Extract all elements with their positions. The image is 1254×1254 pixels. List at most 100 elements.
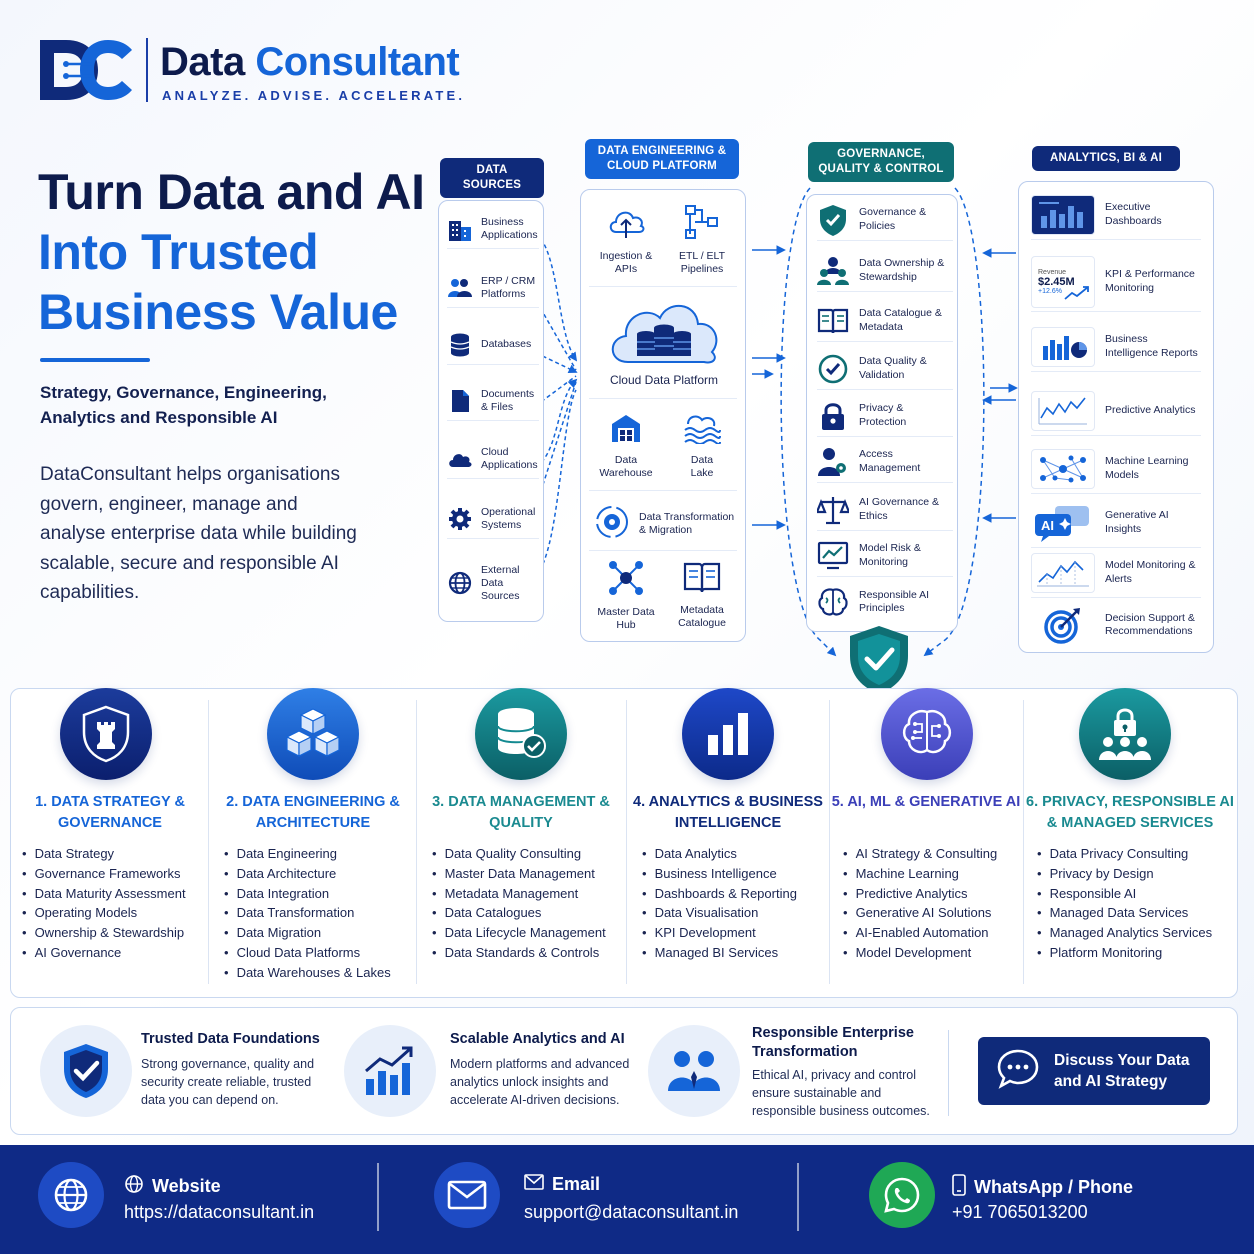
source-item[interactable]: Operational Systems	[447, 499, 539, 539]
analytics-item[interactable]: Executive Dashboards	[1031, 190, 1201, 240]
analytics-item[interactable]: Revenue $2.45M +12.6% KPI & Performance …	[1031, 252, 1201, 312]
service-list-item: Data Transformation	[224, 903, 391, 923]
service-title: 2. DATA ENGINEERING & ARCHITECTURE	[226, 794, 400, 831]
service-list-item: Model Development	[843, 943, 997, 963]
catalogue-book-icon	[817, 307, 849, 335]
metadata-cell[interactable]: Metadata Catalogue	[665, 560, 739, 630]
service-list-item: Metadata Management	[432, 884, 606, 904]
service-list-item: Managed Analytics Services	[1037, 923, 1213, 943]
check-circle-icon	[817, 353, 849, 385]
source-item[interactable]: ERP / CRM Platforms	[447, 268, 539, 308]
shield-check-icon	[817, 203, 849, 237]
governance-item[interactable]: Data Quality & Validation	[817, 348, 953, 390]
growth-chart-icon	[344, 1025, 436, 1117]
analytics-item[interactable]: AI Generative AI Insights	[1031, 498, 1201, 548]
analytics-item[interactable]: Model Monitoring & Alerts	[1031, 548, 1201, 598]
lock-people-icon	[1079, 688, 1171, 780]
discuss-strategy-button[interactable]: Discuss Your Data and AI Strategy	[978, 1037, 1210, 1105]
website-link[interactable]: https://dataconsultant.in	[124, 1202, 315, 1222]
service-list-item: Master Data Management	[432, 864, 606, 884]
cloud-platform-cell[interactable]: Cloud Data Platform	[589, 294, 739, 387]
lake-cell[interactable]: Data Lake	[665, 412, 739, 480]
mdm-label: Master Data Hub	[597, 606, 655, 631]
document-icon	[447, 388, 473, 414]
sources-panel: Business Applications ERP / CRM Platform…	[438, 200, 544, 622]
service-list-item: Predictive Analytics	[843, 884, 997, 904]
mdm-cell[interactable]: Master Data Hub	[589, 560, 663, 632]
governance-item[interactable]: Responsible AI Principles	[817, 581, 953, 623]
service-list-item: Data Maturity Assessment	[22, 884, 186, 904]
service-list-item: Responsible AI	[1037, 884, 1212, 904]
service-list-item: Data Lifecycle Management	[432, 923, 606, 943]
analytics-item[interactable]: Business Intelligence Reports	[1031, 322, 1201, 372]
phone-label: WhatsApp / Phone	[952, 1174, 1133, 1201]
globe-icon	[447, 570, 473, 596]
governance-item[interactable]: Governance & Policies	[817, 199, 953, 241]
service-list-item: Governance Frameworks	[22, 864, 186, 884]
service-card: 4. ANALYTICS & BUSINESS INTELLIGENCE Dat…	[626, 688, 830, 998]
analytics-item[interactable]: Predictive Analytics	[1031, 386, 1201, 436]
transformation-cell[interactable]: Data Transformation & Migration	[593, 500, 743, 548]
analytics-label: KPI & Performance Monitoring	[1105, 268, 1195, 294]
engineering-header: DATA ENGINEERING & CLOUD PLATFORM	[585, 139, 739, 179]
source-item[interactable]: Cloud Applications	[447, 439, 539, 479]
service-list-item: Machine Learning	[843, 864, 997, 884]
service-title: 1. DATA STRATEGY & GOVERNANCE	[35, 794, 185, 831]
source-item[interactable]: External Data Sources	[447, 563, 539, 603]
users-icon	[447, 277, 473, 299]
governance-header: GOVERNANCE, QUALITY & CONTROL	[808, 142, 954, 182]
source-item[interactable]: Databases	[447, 325, 539, 365]
analytics-label: Decision Support & Recommendations	[1105, 611, 1195, 638]
analytics-item[interactable]: Machine Learning Models	[1031, 444, 1201, 494]
service-list-item: Managed BI Services	[642, 943, 797, 963]
hero-title: Turn Data and AI Into Trusted Business V…	[38, 162, 425, 342]
phone-link[interactable]: +91 7065013200	[952, 1202, 1088, 1222]
engineering-panel: Ingestion & APIs ETL / ELT Pipelines Clo…	[580, 189, 746, 642]
service-list-item: Privacy by Design	[1037, 864, 1212, 884]
transformation-label: Data Transformation & Migration	[639, 511, 735, 536]
governance-label: Data Quality & Validation	[859, 355, 927, 381]
target-icon	[1031, 605, 1095, 645]
governance-item[interactable]: AI Governance & Ethics	[817, 489, 953, 531]
analytics-panel: Executive Dashboards Revenue $2.45M +12.…	[1018, 181, 1214, 653]
kpi-change: +12.6%	[1038, 287, 1062, 295]
warehouse-cell[interactable]: Data Warehouse	[589, 412, 663, 480]
enterprise-team-icon	[648, 1025, 740, 1117]
service-list-item: AI Strategy & Consulting	[843, 844, 998, 864]
source-item[interactable]: Business Applications	[447, 209, 539, 249]
governance-item[interactable]: Data Ownership & Stewardship	[817, 250, 953, 292]
governance-item[interactable]: Data Catalogue & Metadata	[817, 300, 953, 342]
warehouse-label: Data Warehouse	[599, 454, 653, 479]
email-link[interactable]: support@dataconsultant.in	[524, 1202, 739, 1222]
source-item[interactable]: Documents & Files	[447, 381, 539, 421]
service-list-item: AI-Enabled Automation	[843, 923, 997, 943]
team-icon	[817, 256, 849, 286]
email-label: Email	[524, 1174, 600, 1195]
service-list-item: Business Intelligence	[642, 864, 797, 884]
value-title: Scalable Analytics and AI	[450, 1031, 625, 1047]
etl-label: ETL / ELT Pipelines	[678, 250, 726, 275]
eng-separator	[589, 286, 737, 287]
brand-name: Data Consultant	[160, 40, 460, 85]
service-list: Data Strategy Governance Frameworks Data…	[22, 844, 186, 963]
service-list-item: Data Migration	[224, 923, 391, 943]
brain-icon	[817, 587, 849, 617]
kpi-label: Revenue	[1038, 268, 1067, 276]
governance-label: Access Management	[859, 448, 921, 474]
service-list-item: Dashboards & Reporting	[642, 884, 797, 904]
analytics-item[interactable]: Decision Support & Recommendations	[1031, 600, 1201, 650]
etl-cell[interactable]: ETL / ELT Pipelines	[665, 204, 739, 276]
service-list-item: Cloud Data Platforms	[224, 943, 391, 963]
source-label: Operational Systems	[481, 505, 536, 531]
pipeline-icon	[682, 204, 722, 244]
neural-network-icon	[1031, 448, 1095, 489]
governance-item[interactable]: Privacy & Protection	[817, 395, 953, 437]
ingestion-cell[interactable]: Ingestion & APIs	[589, 204, 663, 276]
hero-title-line2: Into Trusted	[38, 224, 319, 280]
governance-item[interactable]: Access Management	[817, 441, 953, 483]
analytics-label: Business Intelligence Reports	[1105, 333, 1198, 359]
cubes-icon	[267, 688, 359, 780]
service-card: 6. PRIVACY, RESPONSIBLE AI & MANAGED SER…	[1023, 688, 1237, 998]
monitoring-alert-icon	[1031, 552, 1095, 593]
governance-item[interactable]: Model Risk & Monitoring	[817, 535, 953, 577]
